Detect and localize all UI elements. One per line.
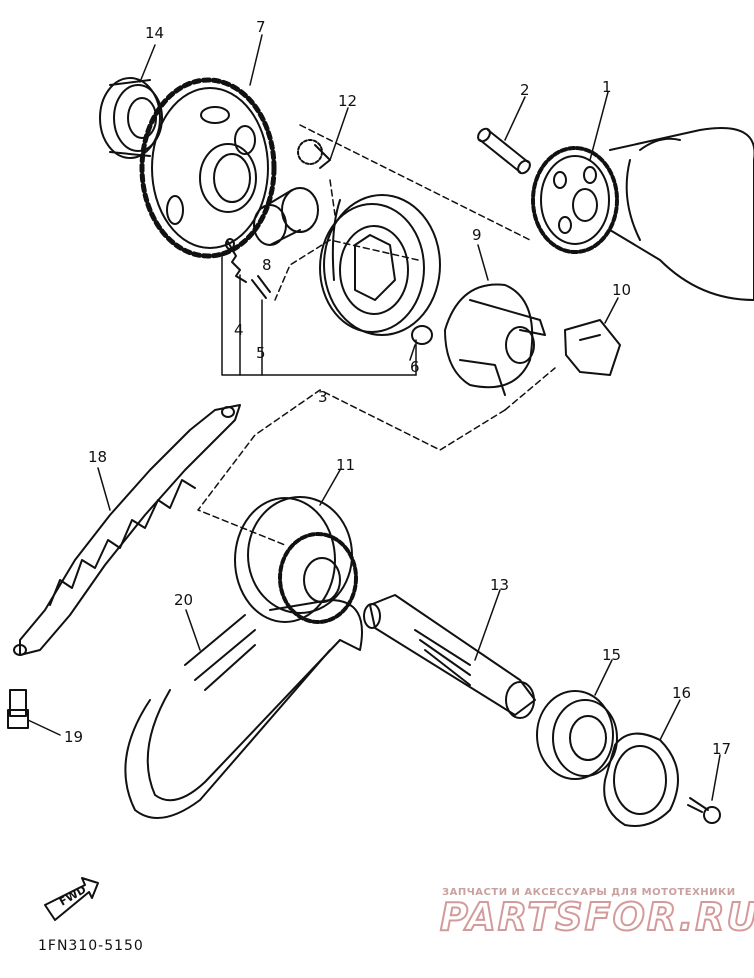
part-number-labels: 1 2 3 4 5 6 7 8 9 10 11 12 13 14 15 16 1… [64, 18, 731, 758]
label-10: 10 [612, 281, 631, 299]
label-5: 5 [256, 344, 266, 362]
label-3: 3 [318, 388, 328, 406]
part-7-large-gear [139, 77, 277, 259]
part-8-bushing [253, 187, 319, 246]
label-13: 13 [490, 576, 509, 594]
part-15-bearing [536, 690, 618, 780]
label-1: 1 [602, 78, 612, 96]
fwd-arrow-icon [44, 877, 99, 921]
leader-lines [27, 34, 721, 801]
label-9: 9 [472, 226, 482, 244]
label-11: 11 [336, 456, 355, 474]
label-15: 15 [602, 646, 621, 664]
label-20: 20 [174, 591, 193, 609]
label-18: 18 [88, 448, 107, 466]
label-12: 12 [338, 92, 357, 110]
part-6-roller [411, 325, 433, 345]
label-17: 17 [712, 740, 731, 758]
part-9-clutch-hub [444, 283, 546, 396]
label-19: 19 [64, 728, 83, 746]
watermark: ЗАПЧАСТИ И АКСЕССУАРЫ ДЛЯ МОТОТЕХНИКИ PA… [439, 887, 754, 940]
part-20-chain [124, 599, 363, 819]
part-12-bolt [297, 139, 331, 169]
part-1-motor-gear [531, 146, 619, 254]
watermark-brand: PARTSFOR.RU [440, 895, 754, 939]
part-17-bolt [687, 797, 721, 824]
part-3-clutch-housing [319, 194, 441, 336]
label-4: 4 [234, 321, 244, 339]
label-16: 16 [672, 684, 691, 702]
starter-motor [609, 127, 754, 301]
label-8: 8 [262, 256, 272, 274]
label-7: 7 [256, 18, 266, 36]
part-13-shaft [363, 594, 536, 719]
part-4-spring [225, 238, 247, 283]
label-6: 6 [410, 358, 420, 376]
reference-lines [197, 124, 556, 546]
part-10-block [564, 319, 621, 376]
part-16-plate [603, 732, 679, 827]
label-14: 14 [145, 24, 164, 42]
part-18-chain-guide [13, 404, 241, 656]
label-2: 2 [520, 81, 530, 99]
part-19-bolt [7, 689, 29, 729]
part-2-shaft [477, 127, 531, 175]
part-3-leader-bracket [221, 254, 417, 376]
drawing-code: 1FN310-5150 [38, 938, 144, 954]
part-11-sprocket [234, 496, 358, 624]
part-5-plunger [251, 275, 271, 299]
watermark-tagline: ЗАПЧАСТИ И АКСЕССУАРЫ ДЛЯ МОТОТЕХНИКИ [442, 887, 736, 898]
